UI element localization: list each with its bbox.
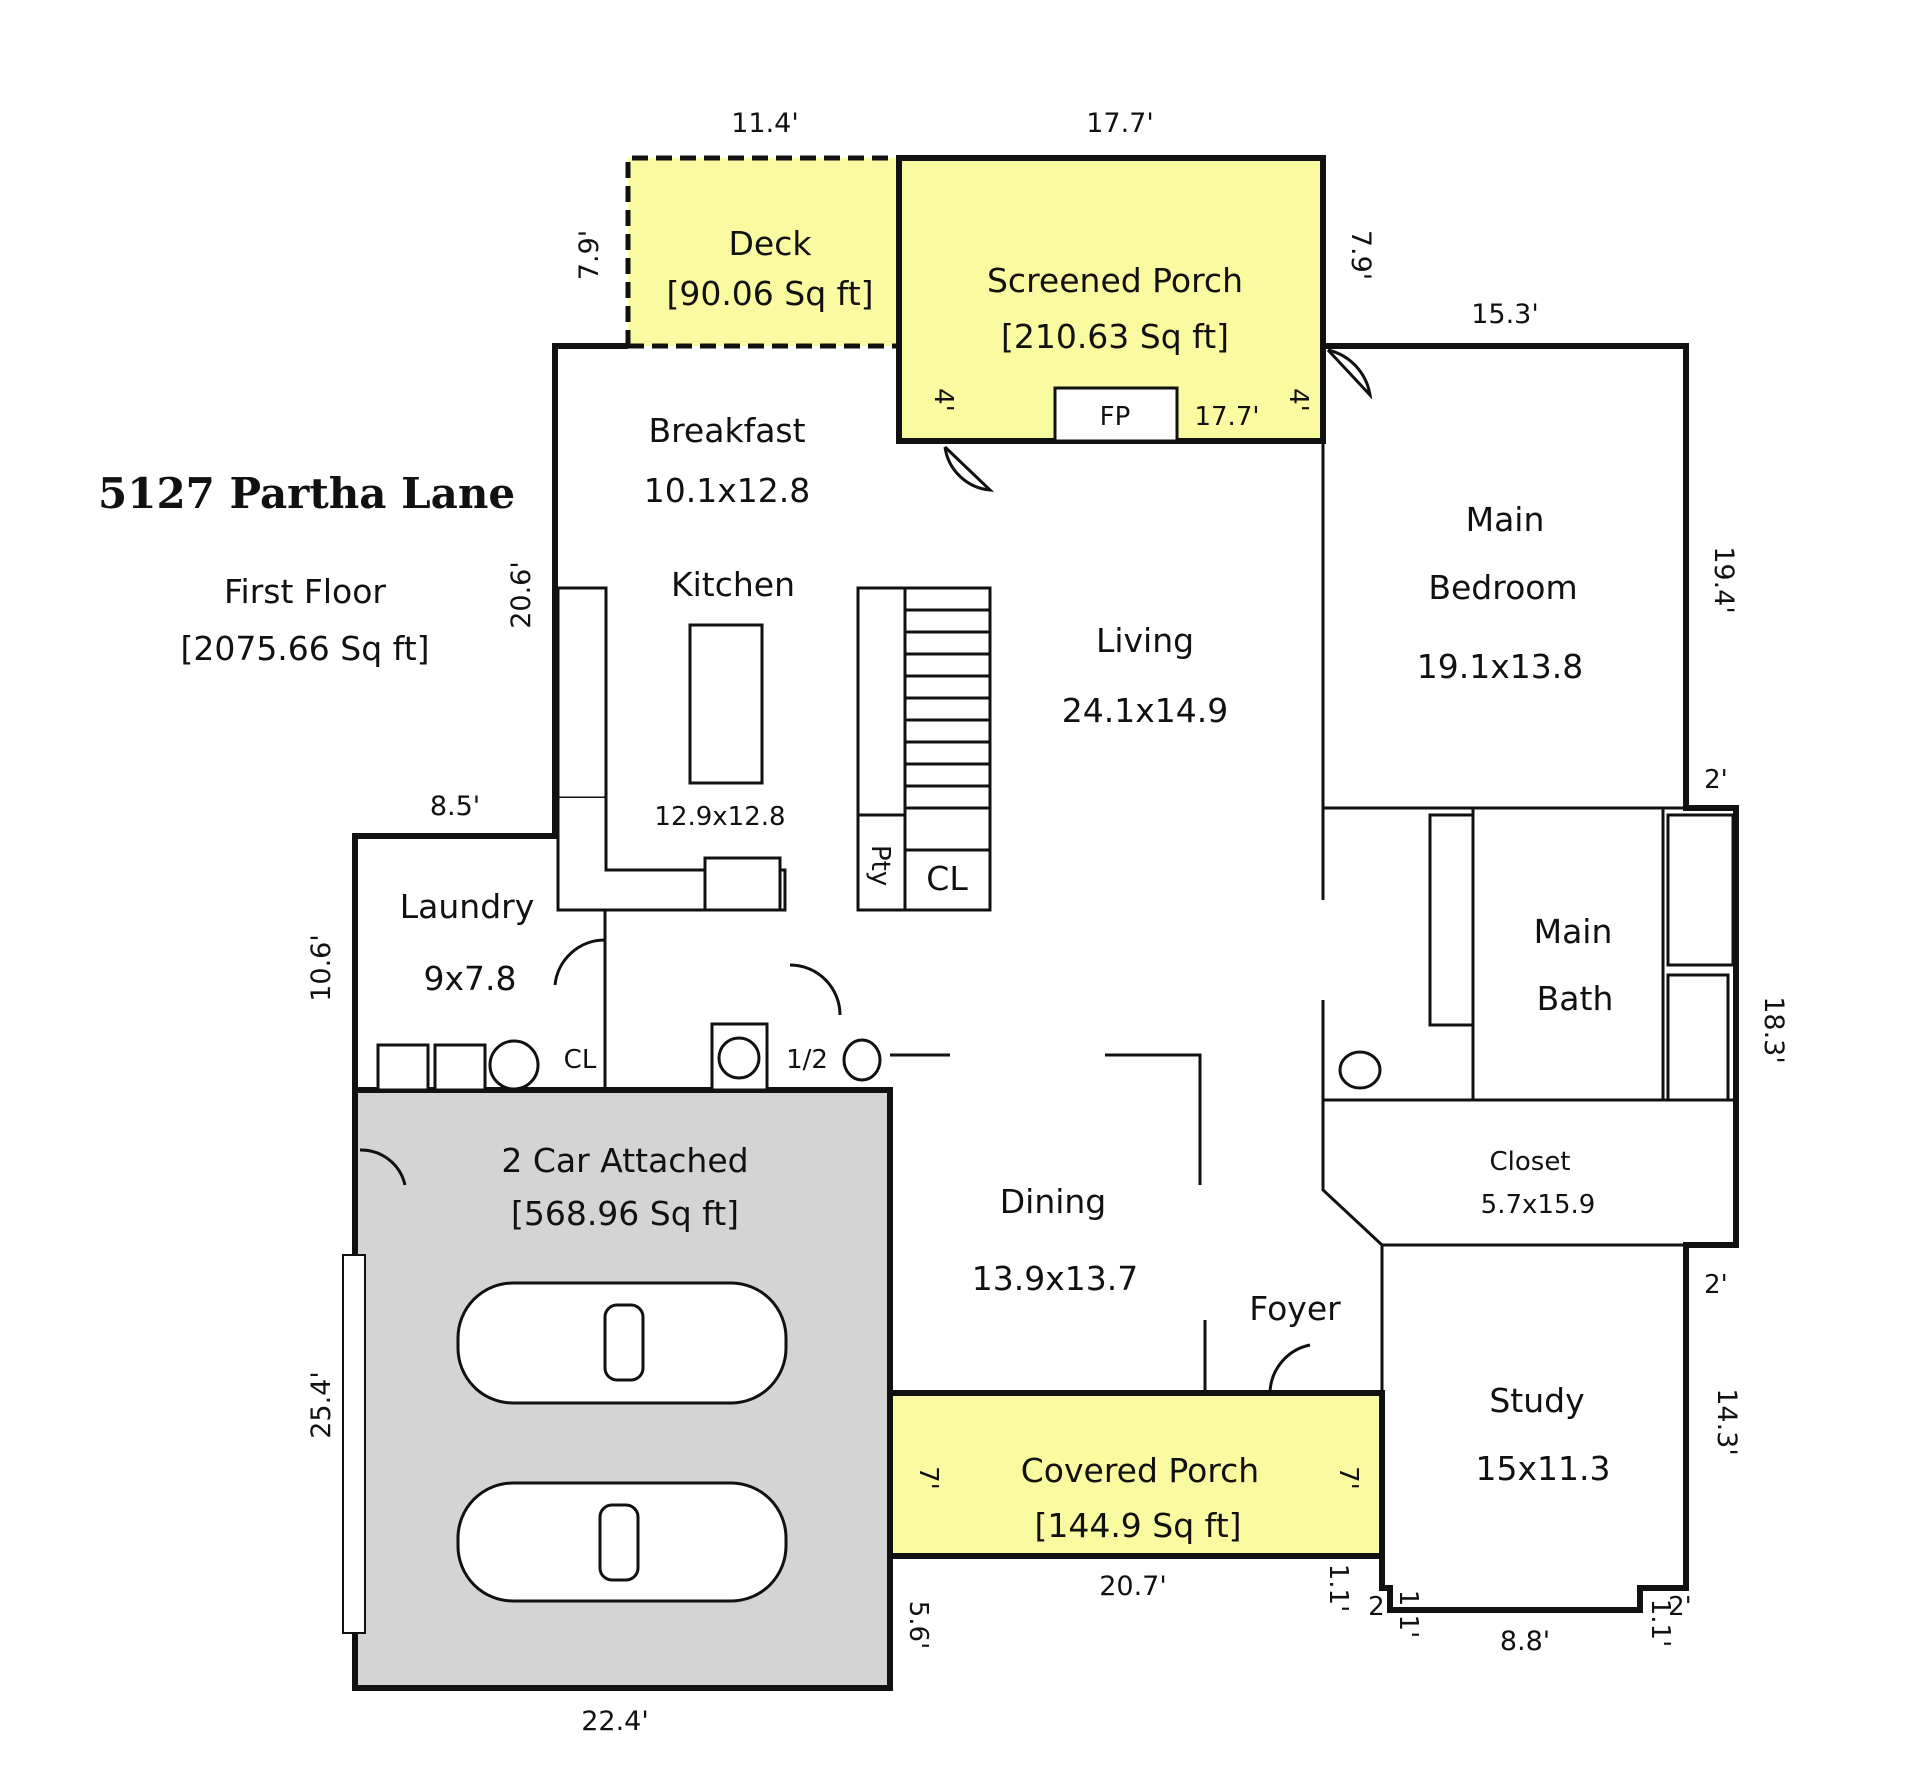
dimension: 14.3'	[1711, 1388, 1742, 1456]
wall	[1105, 1053, 1202, 1185]
fireplace-label: FP	[1100, 402, 1131, 432]
kitchen-counter-left	[556, 586, 608, 800]
garage-area-label: [568.96 Sq ft]	[511, 1194, 739, 1233]
dimension: 2'	[1668, 1592, 1692, 1622]
main-bath-label-1: Main	[1534, 912, 1613, 951]
deck-label: Deck	[729, 224, 813, 263]
breakfast-size: 10.1x12.8	[644, 471, 810, 510]
half-bath-label: 1/2	[786, 1045, 828, 1075]
study-size: 15x11.3	[1476, 1449, 1611, 1488]
dimension: 1.1'	[1645, 1599, 1675, 1648]
dimension: 2'	[1368, 1592, 1392, 1622]
study-label: Study	[1489, 1381, 1584, 1420]
dimension: 4'	[1283, 388, 1313, 412]
laundry-tub	[488, 1039, 540, 1091]
deck-area-label: [90.06 Sq ft]	[666, 274, 873, 313]
dimension: 17.7'	[1086, 108, 1154, 139]
fireplace	[1053, 386, 1179, 443]
vanity-sinks	[1428, 813, 1475, 1027]
main-bedroom-label-1: Main	[1466, 500, 1545, 539]
dimension: 7.9'	[574, 230, 605, 280]
pantry-label: Pty	[865, 845, 895, 886]
kitchen-counter-right	[856, 586, 907, 817]
deck-outline	[625, 155, 899, 346]
dimension: 8.8'	[1500, 1626, 1550, 1657]
dimension: 10.6'	[306, 934, 337, 1002]
closet-label: Closet	[1489, 1147, 1570, 1177]
dimension: 2'	[1704, 765, 1728, 795]
dimension: 8.5'	[430, 791, 480, 822]
dimension: 1.1'	[1393, 1590, 1423, 1639]
door-swing	[789, 963, 842, 1016]
door-swing	[943, 445, 995, 492]
breakfast-label: Breakfast	[648, 411, 805, 450]
laundry-closet-label: CL	[564, 1045, 597, 1075]
wall	[1321, 1000, 1686, 1247]
kitchen-size: 12.9x12.8	[654, 802, 785, 832]
door-swing	[359, 1148, 407, 1186]
main-bath-label-2: Bath	[1537, 979, 1614, 1018]
laundry-label: Laundry	[400, 887, 534, 926]
living-label: Living	[1096, 621, 1194, 660]
dimension: 15.3'	[1471, 299, 1539, 330]
dimension: 7'	[913, 1466, 943, 1490]
shower	[1666, 973, 1730, 1102]
foyer-label: Foyer	[1249, 1289, 1341, 1328]
half-bath-sink	[717, 1036, 761, 1080]
bath-tub	[1666, 813, 1735, 967]
garage-label: 2 Car Attached	[501, 1141, 748, 1180]
floor-area: [2075.66 Sq ft]	[180, 629, 429, 668]
door-swing	[553, 938, 606, 986]
covered-porch-label: Covered Porch	[1021, 1451, 1259, 1490]
car-icon	[456, 1281, 788, 1405]
dimension: 20.7'	[1099, 1571, 1167, 1602]
living-size: 24.1x14.9	[1062, 691, 1228, 730]
dimension: 11.4'	[731, 108, 799, 139]
laundry-size: 9x7.8	[423, 959, 516, 998]
closet-size: 5.7x15.9	[1481, 1190, 1596, 1220]
closet-cl-label: CL	[926, 859, 968, 898]
floor-name: First Floor	[224, 572, 386, 611]
range	[703, 856, 782, 912]
dimension: 2'	[1704, 1270, 1728, 1300]
dimension: 20.6'	[506, 561, 537, 629]
dining-label: Dining	[1000, 1182, 1107, 1221]
garage-door	[342, 1254, 366, 1634]
door-swing	[1268, 1343, 1311, 1394]
dimension: 5.6'	[903, 1601, 933, 1650]
dimension: 7'	[1333, 1466, 1363, 1490]
covered-porch-area	[887, 1390, 1385, 1559]
screened-porch-area-label: [210.63 Sq ft]	[1001, 317, 1229, 356]
kitchen-label: Kitchen	[671, 565, 795, 604]
main-bedroom-size: 19.1x13.8	[1417, 647, 1583, 686]
dimension: 17.7'	[1194, 402, 1259, 432]
laundry-dryer	[433, 1043, 487, 1092]
laundry-washer	[376, 1043, 430, 1092]
toilet	[842, 1038, 882, 1082]
page-title: 5127 Partha Lane	[98, 469, 515, 518]
toilet-main-bath	[1338, 1050, 1382, 1090]
kitchen-island	[688, 623, 764, 785]
dimension: 19.4'	[1708, 546, 1739, 614]
screened-porch-label: Screened Porch	[987, 261, 1243, 300]
dimension: 7.9'	[1345, 230, 1376, 280]
main-bedroom-label-2: Bedroom	[1428, 568, 1577, 607]
door-swing	[1326, 348, 1373, 400]
covered-porch-area-label: [144.9 Sq ft]	[1034, 1506, 1241, 1545]
dimension: 22.4'	[581, 1706, 649, 1737]
deck-area	[628, 158, 899, 346]
dining-size: 13.9x13.7	[972, 1259, 1138, 1298]
dimension: 25.4'	[306, 1371, 337, 1439]
dimension: 18.3'	[1758, 996, 1789, 1064]
car-icon	[456, 1481, 788, 1603]
dimension: 4'	[928, 388, 958, 412]
dimension: 1.1'	[1323, 1564, 1353, 1613]
